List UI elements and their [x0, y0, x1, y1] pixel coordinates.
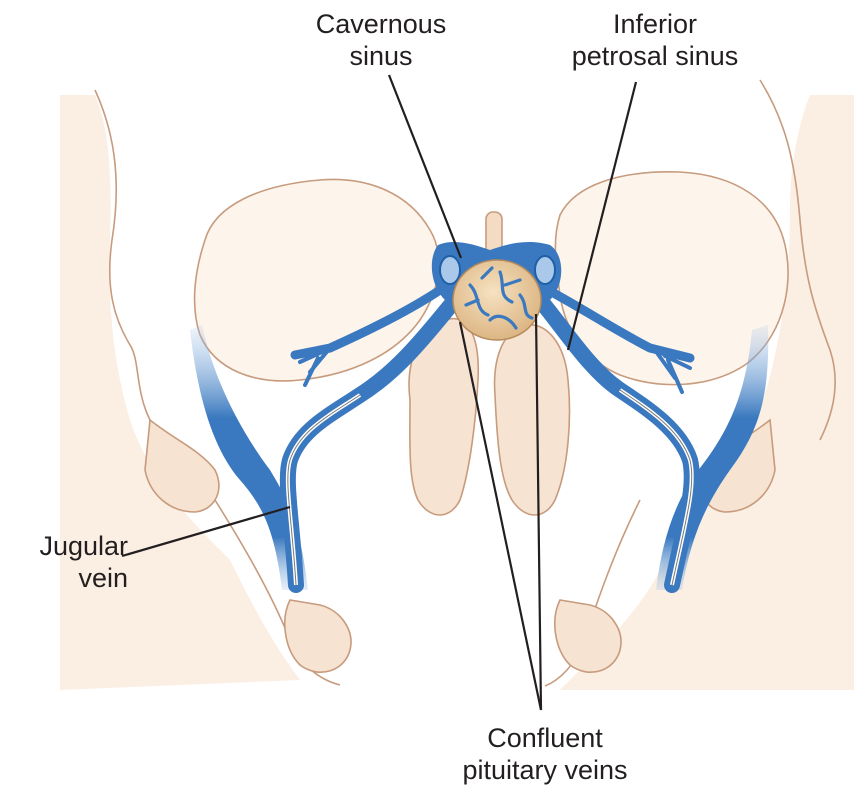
sphenoid-body-right [495, 325, 570, 515]
cavernous-sinus-label-line1: Cavernous [296, 8, 466, 40]
right-carotid-lumen [535, 256, 555, 284]
inferior-petrosal-sinus-label-line2: petrosal sinus [555, 40, 755, 72]
cavernous-sinus-label: Cavernous sinus [296, 8, 466, 72]
jugular-vein-label-line1: Jugular [8, 530, 128, 562]
pituitary-gland [453, 260, 541, 340]
left-carotid-lumen [440, 256, 460, 284]
cavernous-sinus-label-line2: sinus [296, 40, 466, 72]
skull-base [60, 80, 854, 690]
inferior-petrosal-sinus-label: Inferior petrosal sinus [555, 8, 755, 72]
jugular-vein-label: Jugular vein [8, 530, 128, 594]
confluent-pituitary-veins-label: Confluent pituitary veins [440, 722, 650, 786]
confluent-pituitary-veins-label-line2: pituitary veins [440, 754, 650, 786]
right-condyle [555, 600, 621, 672]
inferior-petrosal-sinus-label-line1: Inferior [555, 8, 755, 40]
left-condyle [285, 600, 351, 672]
jugular-vein-label-line2: vein [8, 562, 128, 594]
confluent-pituitary-veins-label-line1: Confluent [440, 722, 650, 754]
